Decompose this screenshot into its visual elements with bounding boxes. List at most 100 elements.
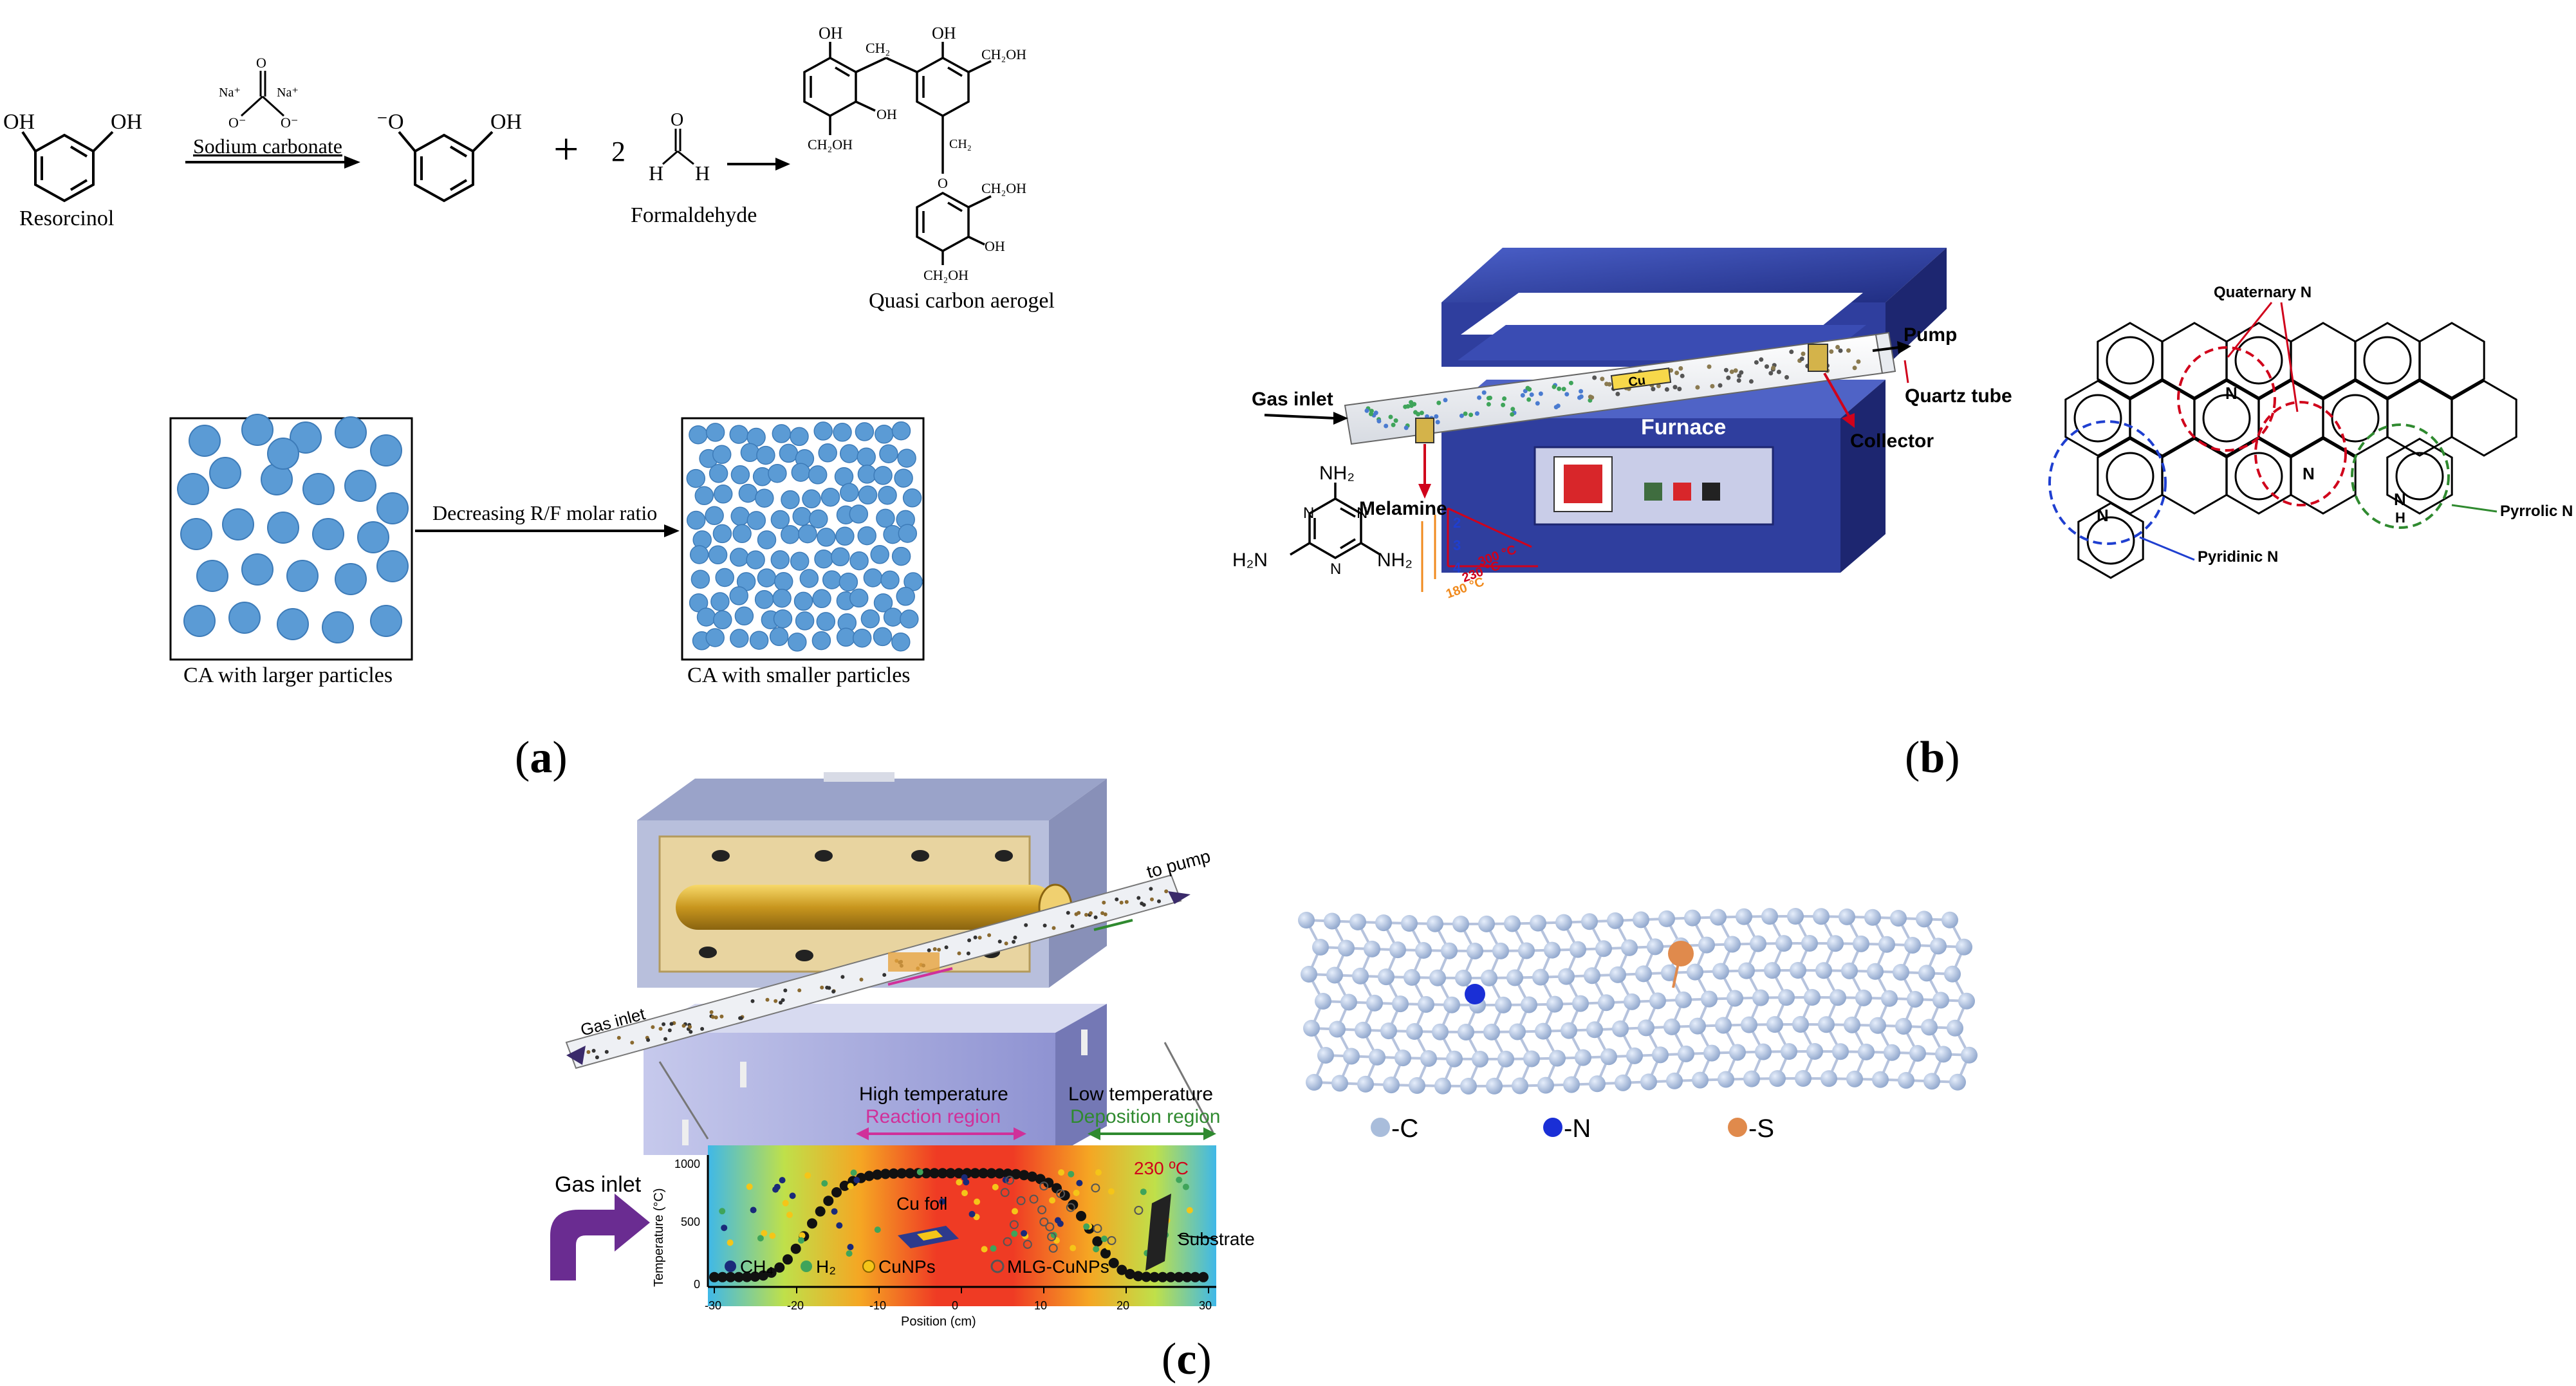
carbon-atom (1703, 1044, 1720, 1062)
gas-particle (874, 1226, 881, 1234)
legend-h2-label: H₂ (816, 1257, 836, 1277)
small-particle (710, 592, 730, 611)
small-particle (791, 463, 811, 482)
gas-particle (1077, 910, 1081, 915)
carbon-atom (1867, 963, 1884, 980)
carbon-atom (1638, 1019, 1654, 1037)
large-particle (335, 563, 367, 595)
carbon-atom (1303, 1020, 1320, 1037)
small-particle (816, 612, 836, 631)
curve-point (1141, 1271, 1152, 1282)
curve-point (758, 1270, 768, 1281)
carbon-atom (1684, 909, 1701, 927)
gas-particle (710, 1015, 715, 1019)
small-particle (852, 628, 872, 648)
small-particle (808, 465, 828, 485)
curve-point (766, 1267, 777, 1278)
gas-particle (1150, 897, 1154, 901)
small-particle (713, 610, 732, 630)
small-particle (734, 606, 754, 626)
small-particle (729, 425, 748, 444)
panel-label-c: (c) (1162, 1335, 1212, 1384)
carbon-atom (1427, 915, 1443, 932)
gas-particle (1469, 412, 1474, 418)
carbon-atom (1853, 935, 1869, 952)
curve-point (1125, 1269, 1135, 1279)
curve-point (1076, 1210, 1086, 1221)
gas-particle (1677, 387, 1682, 391)
gas-particle (1502, 396, 1507, 401)
furnace-button (1644, 483, 1662, 501)
carbon-atom (1509, 1023, 1526, 1040)
gas-particle (1561, 387, 1566, 392)
gas-particle (1058, 1169, 1065, 1176)
large-particle (267, 512, 299, 544)
carbon-atom (1916, 910, 1932, 928)
small-particle (738, 483, 758, 503)
large-particle (370, 434, 402, 467)
gas-particle (859, 977, 864, 982)
gas-particle (779, 1001, 783, 1005)
small-particle (860, 609, 880, 629)
gas-particle (847, 1244, 854, 1250)
mlg-particle (1039, 1217, 1049, 1226)
gas-particle (1070, 924, 1075, 929)
small-particle (855, 422, 875, 441)
large-particle (241, 414, 273, 446)
gas-particle (669, 1022, 674, 1026)
carbon-atom (1787, 908, 1804, 925)
curve-point (1165, 1271, 1176, 1282)
small-particle (772, 588, 792, 608)
panel-label-a: (a) (515, 733, 568, 782)
carbon-atom (1832, 1043, 1849, 1060)
small-particle (898, 524, 918, 543)
ch2-label: CH₂ (866, 40, 890, 56)
gas-particle (973, 935, 978, 939)
gas-particle (798, 1237, 804, 1244)
gas-particle (1404, 425, 1409, 430)
gas-particle (769, 1232, 776, 1239)
gas-particle (1664, 387, 1669, 392)
large-particle (344, 470, 376, 502)
large-particle (290, 421, 322, 454)
carbon-atom (1537, 1076, 1554, 1094)
gas-particle (1588, 394, 1593, 400)
gas-inlet-label: Gas inlet (555, 1172, 642, 1197)
curve-point (1157, 1271, 1168, 1282)
carbon-atom (1827, 935, 1844, 952)
carbon-atom (1956, 938, 1972, 956)
small-particle (732, 524, 752, 544)
reaction-region-label: Reaction region (866, 1106, 1001, 1127)
gas-inlet-label: Gas inlet (1252, 389, 1333, 410)
small-particle (857, 447, 876, 467)
gas-particle (1436, 400, 1441, 405)
gas-particle (1136, 896, 1141, 900)
small-particle (849, 551, 869, 571)
legend-ch4-marker (725, 1261, 736, 1272)
gas-particle (1115, 897, 1119, 901)
small-particle (902, 488, 922, 508)
carbon-atom (1506, 969, 1523, 986)
small-particle (754, 589, 774, 609)
carbon-atom (1864, 909, 1881, 926)
gas-particle (746, 1183, 753, 1190)
gas-particle (847, 1183, 854, 1190)
carbon-atom (1698, 936, 1715, 954)
gas-particle (1443, 398, 1448, 403)
phenolate-structure (398, 131, 494, 203)
large-particle (189, 425, 221, 457)
gas-particle (1182, 1183, 1189, 1190)
small-particle (690, 569, 710, 589)
carbon-atom (1890, 909, 1907, 927)
quaternary-n-label: Quaternary N (2214, 284, 2312, 301)
curve-point (1149, 1271, 1160, 1282)
carbon-atom (1404, 969, 1420, 986)
carbon-atom (1455, 969, 1472, 986)
gas-particle (1369, 409, 1374, 414)
carbon-atom (1701, 990, 1718, 1008)
carbon-atom (1844, 1016, 1860, 1033)
large-particle (370, 605, 402, 637)
aerogel-structure (803, 42, 992, 265)
collector-label: Collector (1850, 430, 1934, 452)
small-particle (833, 423, 852, 442)
